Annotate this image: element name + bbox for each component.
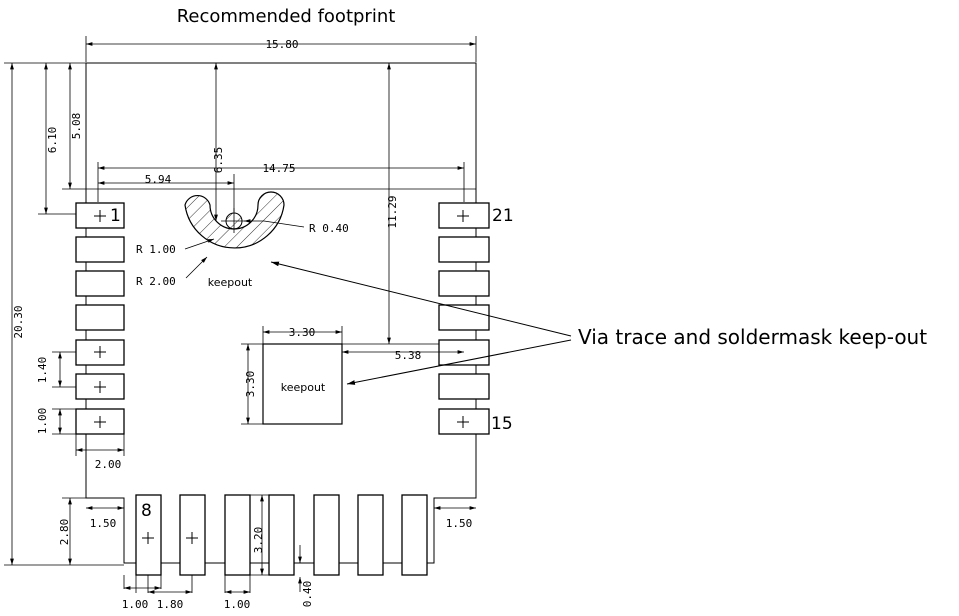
dim-width-label: 15.80 xyxy=(265,38,298,51)
keepout-label-upper: keepout xyxy=(208,276,253,289)
pad xyxy=(438,270,490,297)
pin-21-label: 21 xyxy=(492,206,514,226)
dim-bottom-pad-width-label: 1.00 xyxy=(122,598,149,611)
pad xyxy=(75,236,125,263)
dim-pad-height xyxy=(52,408,76,435)
pad xyxy=(438,304,490,331)
dim-overhang-label: 0.40 xyxy=(301,581,314,608)
dim-bottom-pad-length xyxy=(250,494,272,576)
dim-pitch-vertical xyxy=(52,351,76,388)
dim-top-to-pad-row-label: 5.08 xyxy=(70,113,83,140)
dim-bottom-height-label: 2.80 xyxy=(58,519,71,546)
dim-height xyxy=(4,62,124,566)
dim-corner-left-label: 1.50 xyxy=(90,517,117,530)
dim-pad-height-label: 1.00 xyxy=(36,408,49,435)
dim-top-to-pad-row xyxy=(62,63,86,190)
dim-bottom-pitch-label: 1.80 xyxy=(157,598,184,611)
dim-top-to-pin1 xyxy=(38,62,86,215)
dim-pad-span xyxy=(86,162,476,202)
radius-leader-inner xyxy=(184,238,215,250)
dim-center-width-label: 3.30 xyxy=(289,326,316,339)
dim-center-height-label: 3.30 xyxy=(244,371,257,398)
dim-bottom-widths xyxy=(123,575,251,594)
dim-pad-span-label: 14.75 xyxy=(262,162,295,175)
dim-bottom-pad-width-2-label: 1.00 xyxy=(224,598,251,611)
radius-leader-via xyxy=(244,219,305,228)
pad xyxy=(224,494,251,576)
pin-15-label: 15 xyxy=(491,414,513,434)
dim-width xyxy=(85,36,477,62)
callout-arrow-center xyxy=(346,339,572,385)
callout-text: Via trace and soldermask keep-out xyxy=(578,325,927,349)
pad xyxy=(401,494,428,576)
left-pad-column xyxy=(75,202,125,435)
pad xyxy=(438,373,490,400)
dim-pad-length-label: 2.00 xyxy=(95,458,122,471)
keepout-label-center: keepout xyxy=(281,381,326,394)
pin-8-label: 8 xyxy=(141,501,152,521)
pad xyxy=(438,236,490,263)
callout-arrow-upper xyxy=(270,261,572,337)
pad xyxy=(268,494,295,576)
dim-pitch-vertical-label: 1.40 xyxy=(36,357,49,384)
pad xyxy=(313,494,340,576)
via-keepout-area xyxy=(184,191,285,249)
dim-bottom-height xyxy=(62,497,86,565)
dim-center-x-label: 5.38 xyxy=(395,349,422,362)
pad xyxy=(135,494,162,576)
dim-corner-right-label: 1.50 xyxy=(446,517,473,530)
dim-pad-length xyxy=(75,434,125,456)
dim-via-x xyxy=(98,174,235,212)
dim-center-y-label: 11.29 xyxy=(386,195,399,228)
dim-height-label: 20.30 xyxy=(12,305,25,338)
pad xyxy=(75,202,125,229)
pin-1-label: 1 xyxy=(110,206,121,226)
radius-via-label: R 0.40 xyxy=(309,222,349,235)
right-pad-column xyxy=(438,202,490,435)
dim-bottom-pad-length-label: 3.20 xyxy=(252,527,265,554)
dim-center-height xyxy=(241,343,263,425)
pad xyxy=(75,270,125,297)
radius-inner-label: R 1.00 xyxy=(136,243,176,256)
diagram-title: Recommended footprint xyxy=(177,6,396,27)
dim-via-x-label: 5.94 xyxy=(145,173,172,186)
center-keepout-area xyxy=(262,343,343,425)
module-outline xyxy=(85,62,477,564)
dim-top-to-pin1-label: 6.10 xyxy=(46,127,59,154)
pad xyxy=(75,304,125,331)
radius-outer-label: R 2.00 xyxy=(136,275,176,288)
radius-leader-outer xyxy=(185,256,208,279)
dim-via-y-label: 6.35 xyxy=(212,147,225,174)
dim-center-y xyxy=(342,63,439,345)
pad-crosshair-marks xyxy=(94,210,469,544)
dim-center-width xyxy=(262,326,343,344)
pad xyxy=(357,494,384,576)
bottom-pad-row xyxy=(135,494,428,576)
